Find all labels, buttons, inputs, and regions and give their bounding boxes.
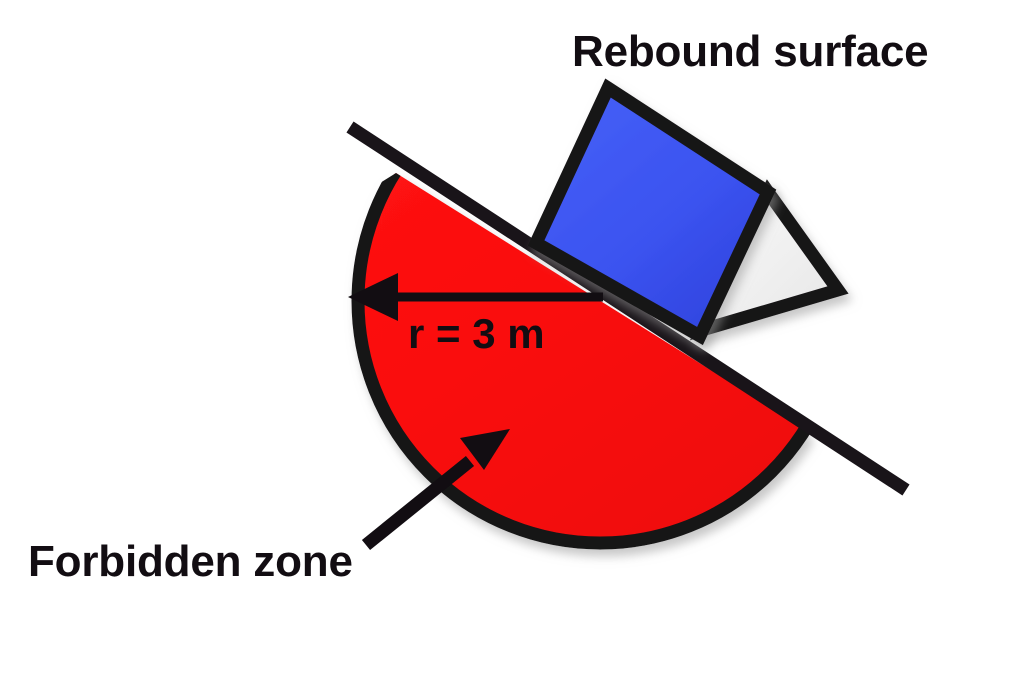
rebound-surface-panel xyxy=(527,78,777,346)
rebound-surface-label: Rebound surface xyxy=(572,27,929,76)
rebound-surface-shape xyxy=(527,78,777,346)
forbidden-zone-pointer-arrow xyxy=(361,429,510,551)
ground-line xyxy=(346,121,910,496)
forbidden-zone-pointer-shaft xyxy=(361,455,475,551)
forbidden-zone-label: Forbidden zone xyxy=(28,537,353,586)
forbidden-zone-pointer-head xyxy=(460,429,510,470)
radius-arrow-head xyxy=(348,273,398,321)
radius-label: r = 3 m xyxy=(408,310,545,357)
radius-arrow xyxy=(348,273,603,321)
